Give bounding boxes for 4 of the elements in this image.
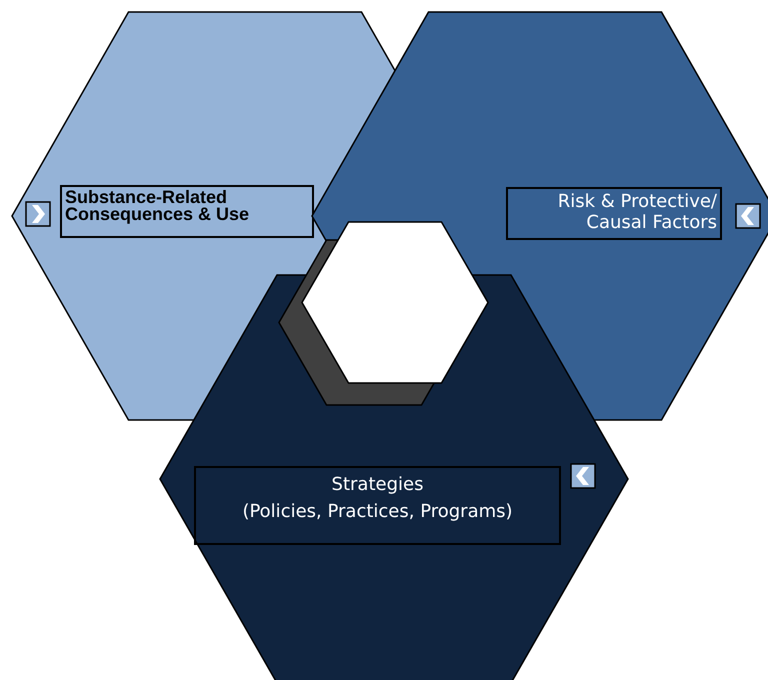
hexagon-label: Substance-Related Consequences & Use — [60, 185, 314, 238]
hexagon-label: Risk & Protective/ Causal Factors — [506, 187, 722, 240]
label-subtitle: (Policies, Practices, Programs) — [241, 500, 514, 524]
label-heading: Strategies — [330, 473, 424, 497]
